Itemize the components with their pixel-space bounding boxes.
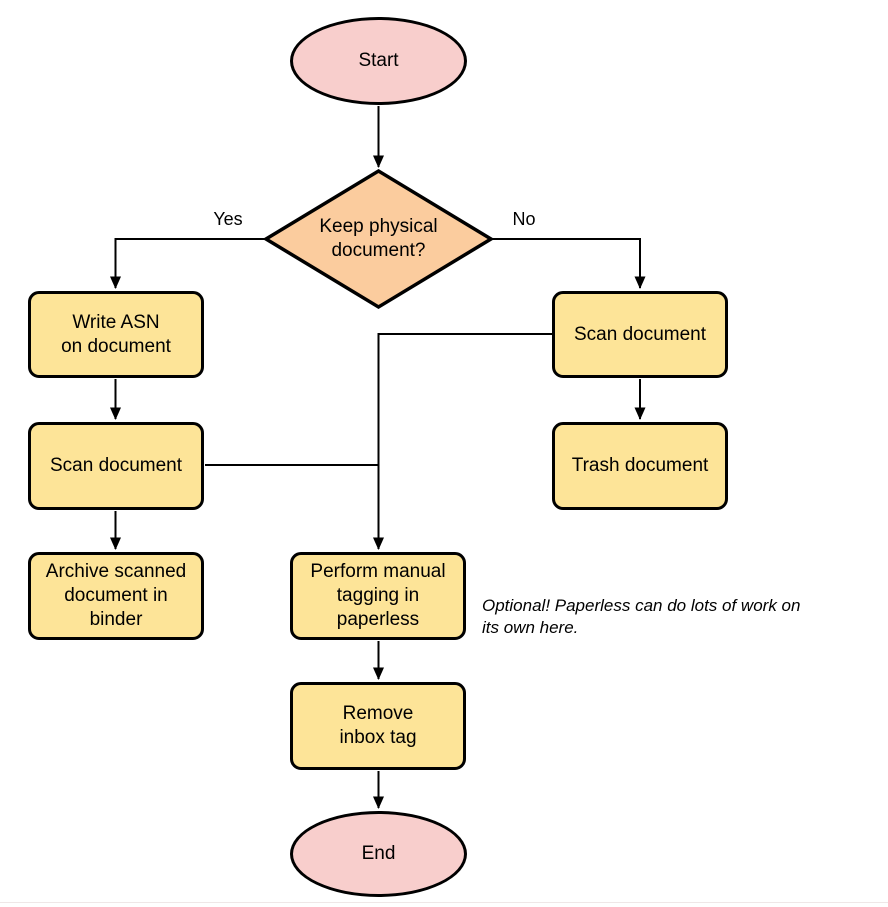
node-trash-document: Trash document — [552, 422, 728, 510]
edge-label-yes: Yes — [213, 209, 243, 229]
edge-decision-yes-to-write-asn — [110, 238, 266, 289]
node-write-asn: Write ASN on document — [28, 291, 204, 378]
node-scan-document-left: Scan document — [28, 422, 204, 510]
bottom-divider — [0, 902, 888, 903]
edge-decision-no-to-scan-right — [491, 238, 646, 289]
node-decision-label: Keep physical document? — [319, 216, 438, 261]
node-scan-document-right: Scan document — [552, 291, 728, 378]
decision-shape — [262, 168, 495, 310]
node-start: Start — [290, 17, 467, 105]
node-archive-in-binder: Archive scanned document in binder — [28, 552, 204, 640]
node-remove-inbox-tag: Remove inbox tag — [290, 682, 466, 770]
optional-note: Optional! Paperless can do lots of work … — [482, 596, 801, 637]
node-manual-tagging: Perform manual tagging in paperless — [290, 552, 466, 640]
edge-label-no: No — [512, 209, 536, 229]
node-end: End — [290, 811, 467, 897]
edge-scan-right-to-tagging — [373, 333, 552, 550]
